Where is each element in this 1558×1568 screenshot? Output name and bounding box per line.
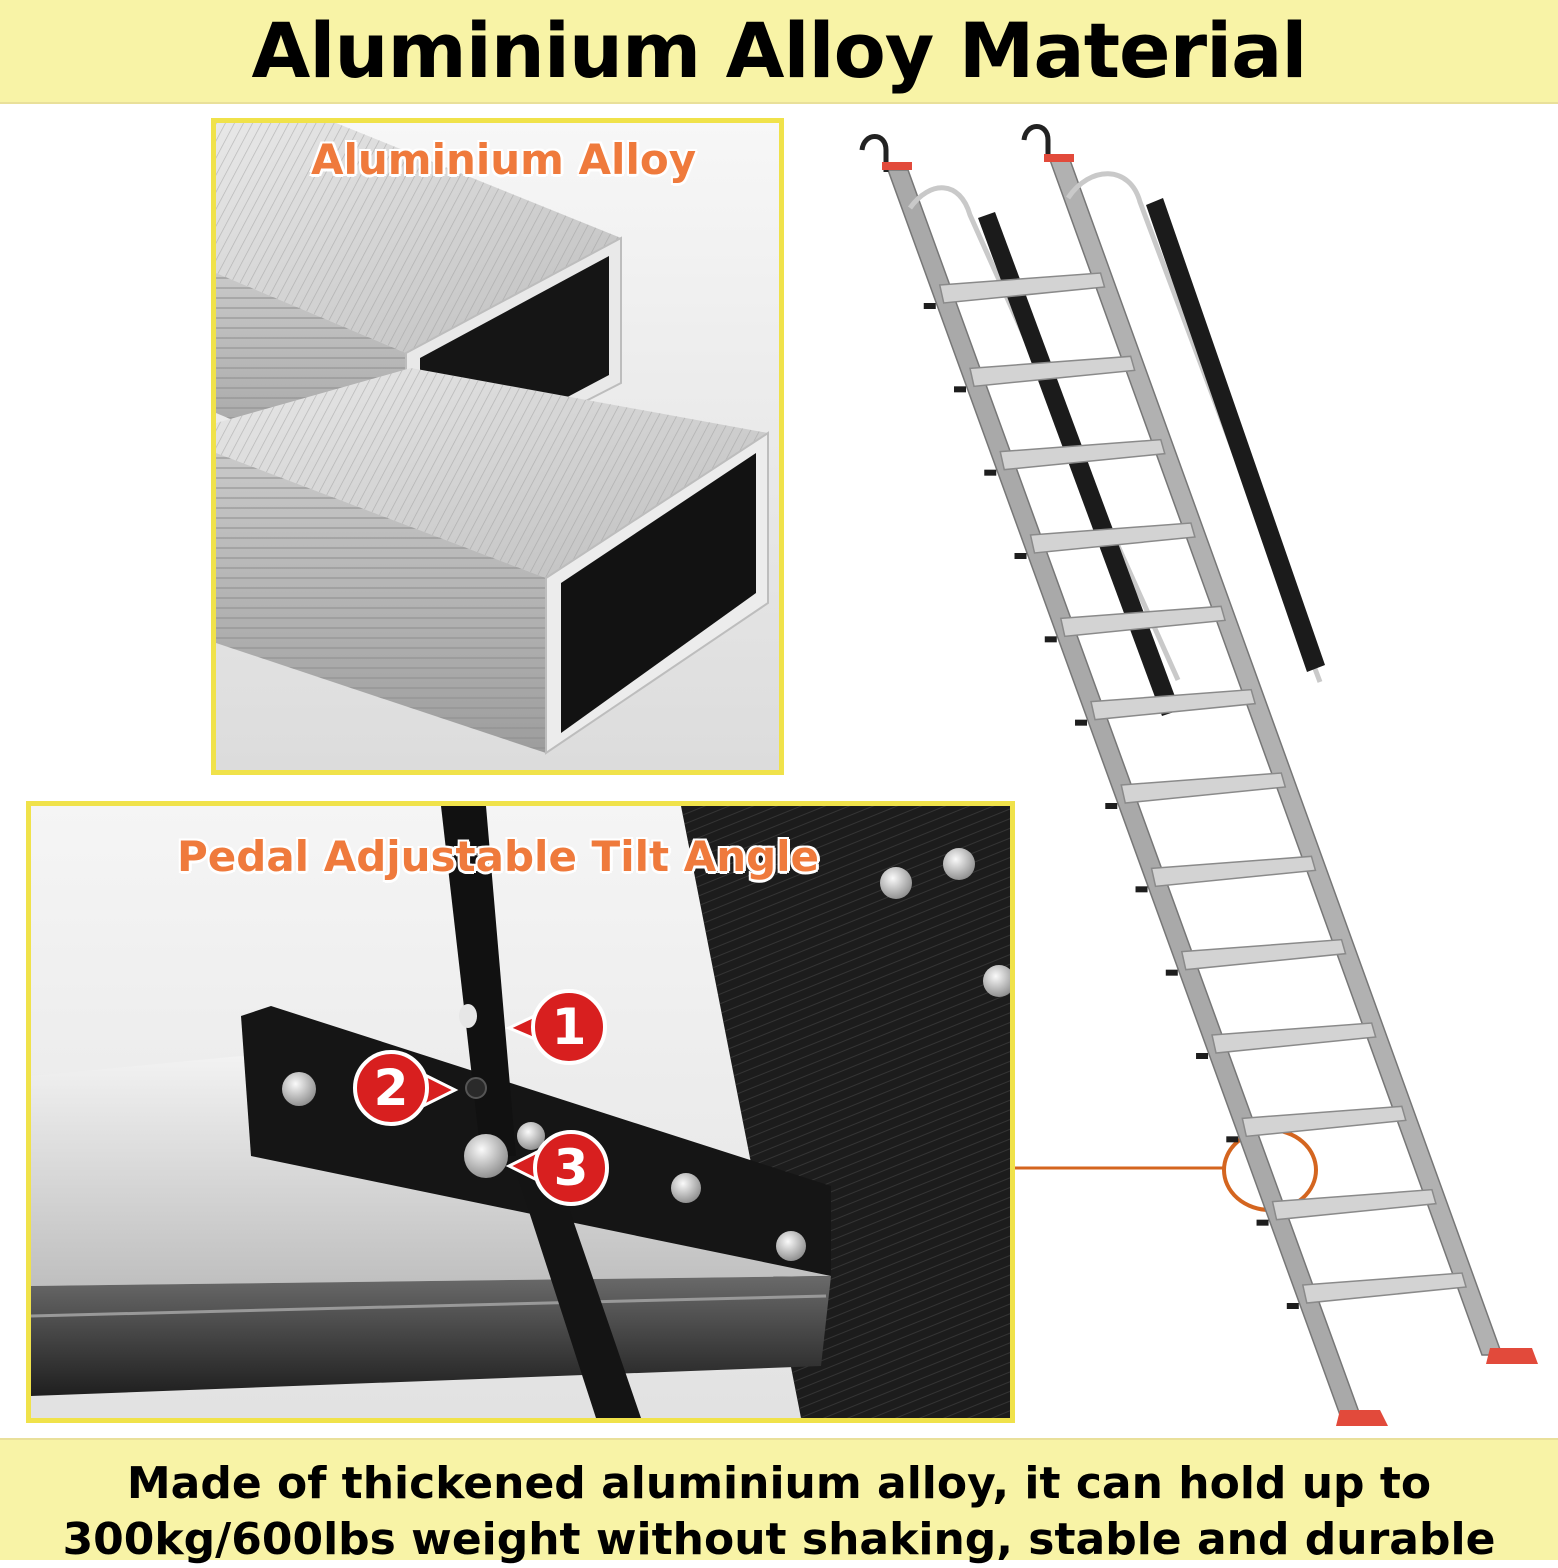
aluminium-profile-illustration — [216, 123, 769, 755]
step-bracket — [1196, 1053, 1209, 1059]
ladder-step — [1301, 1272, 1468, 1304]
pedal-tilt-label: Pedal Adjustable Tilt Angle — [177, 832, 820, 881]
step-bracket — [1014, 553, 1027, 559]
footer-band — [0, 1438, 1558, 1560]
hook-right — [1021, 124, 1051, 162]
ladder-step — [938, 272, 1106, 304]
callout-3-number: 3 — [554, 1139, 589, 1197]
footer-line-2: 300kg/600lbs weight without shaking, sta… — [62, 1514, 1496, 1565]
ladder-step — [1090, 688, 1257, 721]
step-bracket — [954, 386, 967, 393]
ladder-step — [1120, 772, 1287, 804]
foot-left — [1336, 1410, 1388, 1426]
pedal-tilt-panel: 1 2 3 Pedal Adjustable Tilt Angle — [26, 801, 1015, 1423]
step-bracket — [1256, 1219, 1269, 1226]
step-bracket — [1286, 1303, 1299, 1309]
callout-2: 2 — [353, 1050, 459, 1126]
aluminium-profile-panel: Aluminium Alloy — [211, 118, 784, 775]
step-bracket — [1226, 1136, 1239, 1143]
foot-right — [1486, 1348, 1538, 1364]
step-bracket — [1075, 719, 1088, 726]
step-bracket — [1165, 969, 1178, 976]
footer-caption: Made of thickened aluminium alloy, it ca… — [0, 1456, 1558, 1568]
callout-1-number: 1 — [552, 998, 587, 1056]
footer-line-1: Made of thickened aluminium alloy, it ca… — [126, 1458, 1432, 1509]
callout-1: 1 — [505, 989, 607, 1065]
ladder-step — [1180, 938, 1347, 971]
header-band — [0, 0, 1558, 104]
pedal-bracket-illustration: 1 2 3 — [31, 806, 1010, 1418]
ladder-step — [999, 438, 1166, 471]
ladder-step — [969, 355, 1136, 388]
hook-left — [859, 134, 889, 172]
ladder-step — [1029, 522, 1196, 554]
screw-head — [282, 848, 1010, 1261]
step-bracket — [1135, 886, 1148, 893]
aluminium-alloy-label: Aluminium Alloy — [311, 135, 697, 184]
step-bracket — [984, 469, 997, 476]
callout-3: 3 — [505, 1130, 609, 1206]
hook-right-cap — [1044, 154, 1074, 162]
ladder-drawing — [859, 124, 1538, 1426]
handrail-left-grip — [978, 212, 1180, 716]
step-bracket — [923, 303, 936, 309]
ladder-step — [1059, 605, 1227, 638]
ladder-step — [1241, 1105, 1407, 1138]
ladder-step — [1271, 1188, 1437, 1221]
page-title: Aluminium Alloy Material — [251, 6, 1308, 95]
handrail-right — [1065, 171, 1323, 683]
ladder-step — [1211, 1022, 1377, 1054]
handrail-right-grip — [1146, 198, 1325, 672]
hook-left-cap — [882, 162, 912, 170]
step-bracket — [1044, 636, 1057, 643]
callout-2-number: 2 — [374, 1059, 409, 1117]
ladder-step — [1150, 855, 1317, 888]
handrail-left — [907, 185, 1181, 682]
ladder-illustration — [840, 110, 1558, 1438]
step-bracket — [1105, 803, 1118, 809]
